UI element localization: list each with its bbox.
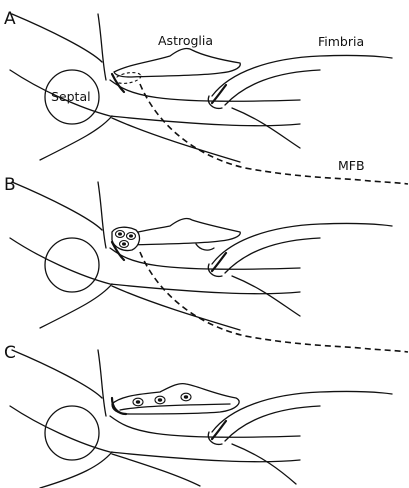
panel-b: B	[4, 175, 408, 352]
panel-c-nucleus-1	[136, 400, 140, 403]
panel-a-mfb-pathway	[140, 84, 408, 184]
panel-a-bottom-left-boundary	[40, 116, 112, 160]
panel-a-upper-left-boundary	[12, 14, 102, 62]
panel-a-fimbria-lower	[225, 70, 320, 105]
panel-b-septal-nucleus	[45, 238, 99, 292]
panel-a-astroglia-label: Astroglia	[158, 33, 213, 48]
panel-b-vertical-boundary	[98, 182, 106, 248]
panel-b-fimbria-lower	[225, 238, 320, 273]
panel-c-fimbria-upper	[212, 391, 392, 432]
panel-b-nucleus-2	[129, 234, 133, 237]
panel-b-letter: B	[4, 175, 16, 195]
panel-c-nucleus-3	[184, 395, 188, 398]
panel-a-fimbria-label: Fimbria	[318, 34, 364, 49]
panel-c-bottom-left-boundary	[40, 452, 112, 488]
panel-c-vertical-boundary	[98, 350, 106, 416]
panel-c-upper-left-boundary	[12, 350, 102, 398]
panel-c-letter: C	[4, 343, 16, 363]
panel-b-mfb-pathway	[140, 252, 408, 352]
panel-b-glial-process	[196, 244, 214, 250]
panel-c-fimbria-lower	[225, 406, 320, 441]
panel-c-septal-nucleus	[45, 406, 99, 460]
panel-a-letter: A	[4, 9, 16, 29]
panel-a-mfb-label: MFB	[338, 158, 365, 173]
panel-c-astroglia-bridge	[112, 384, 239, 414]
panel-c-tract-branch	[232, 444, 296, 484]
panel-b-nucleus-3	[122, 242, 126, 245]
panel-b-nucleus-1	[118, 232, 122, 235]
panel-b-bottom-left-boundary	[40, 284, 112, 328]
panel-c-nucleus-2	[158, 398, 162, 401]
panel-a-septal-label: Septal	[51, 89, 91, 104]
panel-a-inner-boundary	[110, 80, 300, 101]
panel-b-inner-boundary	[110, 248, 300, 269]
panel-a-tract-branch	[232, 108, 300, 148]
panel-c-inner-boundary	[110, 416, 300, 437]
panel-b-upper-left-boundary	[12, 182, 102, 230]
panel-a: A Septal Astroglia Fimbria MFB	[4, 9, 408, 184]
panel-b-fimbria-upper	[212, 223, 392, 264]
panel-a-fimbria-upper	[212, 55, 392, 96]
panel-a-vertical-boundary	[98, 14, 106, 80]
panel-c: C	[4, 343, 392, 488]
panel-b-tract-branch	[232, 276, 300, 316]
